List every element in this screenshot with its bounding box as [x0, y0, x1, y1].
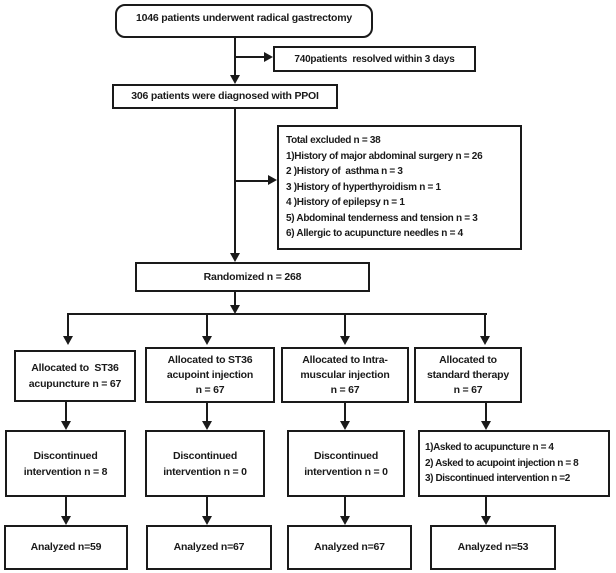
- arrowhead-down-icon: [202, 336, 212, 345]
- allocated-text-line: Allocated to Intra-: [302, 353, 388, 366]
- arm1-allocated-box: Allocated to ST36 acupuncture n = 67: [14, 350, 136, 402]
- allocated-text-line: standard therapy: [427, 368, 509, 381]
- arm4-allocated-box: Allocated to standard therapy n = 67: [414, 347, 522, 403]
- connector-branch-excluded: [235, 180, 269, 182]
- diagnosed-box: 306 patients were diagnosed with PPOI: [112, 84, 338, 109]
- connector-randomized-to-split: [234, 292, 236, 306]
- connector-split-arm2: [206, 314, 208, 337]
- connector-arm2-allocated-to-discontinued: [206, 402, 208, 421]
- resolved-box: 740patients resolved within 3 days: [273, 46, 476, 72]
- excluded-reason-line: 1)History of major abdominal surgery n =…: [286, 150, 483, 162]
- discontinued-text-line: 1)Asked to acupuncture n = 4: [425, 442, 554, 454]
- connector-arm2-discontinued-to-analyzed: [206, 497, 208, 517]
- arm1-analyzed-box: Analyzed n=59: [4, 525, 128, 570]
- arm2-discontinued-box: Discontinued intervention n = 0: [145, 430, 265, 497]
- arrowhead-down-icon: [61, 421, 71, 430]
- allocated-text-line: n = 67: [453, 383, 483, 396]
- discontinued-text-line: Discontinued: [172, 449, 238, 462]
- arrowhead-down-icon: [63, 336, 73, 345]
- arrowhead-down-icon: [340, 421, 350, 430]
- arrowhead-down-icon: [481, 421, 491, 430]
- analyzed-text: Analyzed n=67: [173, 541, 245, 553]
- arrowhead-down-icon: [202, 421, 212, 430]
- enrollment-text: 1046 patients underwent radical gastrect…: [135, 12, 353, 24]
- excluded-reason-line: 4 )History of epilepsy n = 1: [286, 197, 405, 209]
- arm2-analyzed-box: Analyzed n=67: [146, 525, 272, 570]
- arm3-analyzed-box: Analyzed n=67: [287, 525, 412, 570]
- resolved-text: 740patients resolved within 3 days: [294, 53, 455, 65]
- arrowhead-down-icon: [340, 336, 350, 345]
- arrowhead-down-icon: [61, 516, 71, 525]
- excluded-reason-line: 3 )History of hyperthyroidism n = 1: [286, 181, 441, 193]
- arrowhead-down-icon: [230, 305, 240, 314]
- randomized-box: Randomized n = 268: [135, 262, 370, 292]
- analyzed-text: Analyzed n=59: [30, 541, 102, 553]
- arm4-analyzed-box: Analyzed n=53: [430, 525, 556, 570]
- connector-split-line: [67, 313, 487, 315]
- randomized-text: Randomized n = 268: [203, 270, 302, 283]
- arrowhead-down-icon: [230, 253, 240, 262]
- excluded-reason-line: 6) Allergic to acupuncture needles n = 4: [286, 228, 463, 240]
- allocated-text-line: Allocated to ST36: [31, 362, 119, 374]
- connector-arm4-discontinued-to-analyzed: [485, 497, 487, 517]
- discontinued-text-line: 3) Discontinued intervention n =2: [425, 473, 570, 485]
- arm1-discontinued-box: Discontinued intervention n = 8: [5, 430, 126, 497]
- connector-split-arm3: [344, 314, 346, 337]
- enrollment-box: 1046 patients underwent radical gastrect…: [115, 4, 373, 38]
- discontinued-text-line: 2) Asked to acupoint injection n = 8: [425, 457, 579, 469]
- arrowhead-down-icon: [202, 516, 212, 525]
- diagnosed-text: 306 patients were diagnosed with PPOI: [131, 90, 319, 102]
- connector-split-arm4: [484, 314, 486, 337]
- discontinued-text-line: Discontinued: [313, 449, 379, 462]
- connector-arm4-allocated-to-discontinued: [485, 402, 487, 421]
- connector-split-arm1: [67, 314, 69, 337]
- allocated-text-line: acupoint injection: [166, 368, 254, 381]
- discontinued-text-line: intervention n = 0: [304, 465, 388, 478]
- connector-arm3-allocated-to-discontinued: [344, 402, 346, 421]
- excluded-reason-line: 2 )History of asthma n = 3: [286, 166, 403, 178]
- analyzed-text: Analyzed n=67: [314, 541, 385, 553]
- arm2-allocated-box: Allocated to ST36 acupoint injection n =…: [145, 347, 275, 403]
- connector-arm1-allocated-to-discontinued: [65, 402, 67, 421]
- arm3-discontinued-box: Discontinued intervention n = 0: [287, 430, 405, 497]
- analyzed-text: Analyzed n=53: [457, 541, 529, 553]
- connector-arm3-discontinued-to-analyzed: [344, 497, 346, 517]
- connector-arm1-discontinued-to-analyzed: [65, 497, 67, 517]
- discontinued-text-line: Discontinued: [33, 449, 98, 462]
- allocated-text-line: n = 67: [330, 383, 360, 396]
- discontinued-text-line: intervention n = 0: [163, 465, 247, 478]
- allocated-text-line: Allocated to: [439, 353, 497, 366]
- arrowhead-down-icon: [230, 75, 240, 84]
- allocated-text-line: acupuncture n = 67: [28, 378, 122, 390]
- allocated-text-line: n = 67: [195, 383, 225, 396]
- connector-branch-resolved: [235, 56, 265, 58]
- discontinued-text-line: intervention n = 8: [23, 465, 108, 478]
- arm4-discontinued-box: 1)Asked to acupuncture n = 4 2) Asked to…: [418, 430, 610, 497]
- arrowhead-right-icon: [268, 175, 277, 185]
- excluded-total-line: Total excluded n = 38: [286, 135, 381, 147]
- excluded-reason-line: 5) Abdominal tenderness and tension n = …: [286, 212, 478, 224]
- arm3-allocated-box: Allocated to Intra- muscular injection n…: [281, 347, 409, 403]
- arrowhead-down-icon: [340, 516, 350, 525]
- arrowhead-down-icon: [480, 336, 490, 345]
- arrowhead-right-icon: [264, 52, 273, 62]
- arrowhead-down-icon: [481, 516, 491, 525]
- allocated-text-line: Allocated to ST36: [167, 353, 253, 366]
- excluded-box: Total excluded n = 38 1)History of major…: [277, 125, 522, 250]
- allocated-text-line: muscular injection: [300, 368, 390, 381]
